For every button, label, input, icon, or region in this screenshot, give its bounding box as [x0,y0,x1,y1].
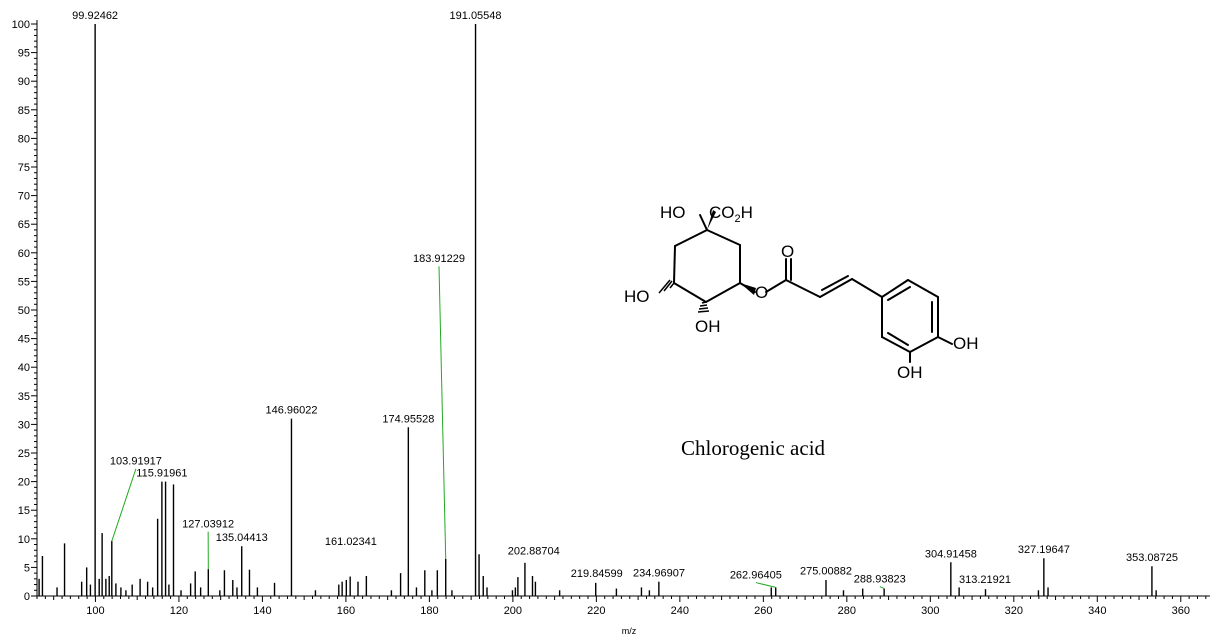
ho-top-label: HO [660,203,686,222]
y-tick-label: 75 [18,162,30,174]
x-tick-label: 160 [337,605,355,617]
compound-name: Chlorogenic acid [681,436,826,460]
y-tick-label: 95 [18,48,30,60]
y-tick-label: 80 [18,133,30,145]
x-tick-label: 100 [86,605,104,617]
oh-right-label: OH [953,334,979,353]
peak-label: 219.84599 [571,568,623,580]
y-tick-label: 50 [18,305,30,317]
peak-label: 202.88704 [508,546,560,558]
ester-oxygen-label: O [755,283,768,302]
peak-label: 183.91229 [413,253,465,265]
leader-line [111,468,137,542]
peak-label: 115.91961 [136,468,187,480]
x-tick-label: 280 [838,605,856,617]
y-tick-label: 25 [18,448,30,460]
x-tick-label: 220 [587,605,605,617]
peak-label: 304.91458 [925,548,977,560]
x-tick-label: 300 [921,605,939,617]
peaks-layer [38,24,1157,596]
peak-label: 146.96022 [265,405,317,417]
y-tick-label: 70 [18,191,30,203]
x-tick-label: 180 [420,605,438,617]
peak-label: 327.19647 [1018,544,1070,556]
y-axis: 0 5 10 15 20 25 30 35 40 45 50 55 60 65 70 75 80 85 90 95 10… [12,19,38,603]
oh-ring-bottom-label: OH [897,363,923,382]
peak-label: 99.92462 [72,10,118,22]
leader-line [755,582,776,588]
y-tick-label: 5 [24,562,30,574]
peak-label: 174.95528 [382,413,434,425]
peak-label: 262.96405 [730,570,782,582]
y-tick-label: 15 [18,505,30,517]
x-tick-label: 260 [754,605,772,617]
x-axis-label: m/z [622,626,637,636]
peak-label: 135.04413 [216,532,268,544]
co2h-label: CO2H [709,203,753,225]
peak-label: 275.00882 [800,566,852,578]
y-tick-label: 65 [18,219,30,231]
leader-line [879,586,885,590]
chlorogenic-acid-structure: HO CO2H HO OH O O OH OH Chlorogenic acid [624,203,979,460]
y-tick-label: 55 [18,276,30,288]
x-tick-label: 360 [1172,605,1190,617]
y-tick-label: 35 [18,391,30,403]
y-tick-label: 20 [18,477,30,489]
peak-label: 127.03912 [182,519,234,531]
carbonyl-oxygen-label: O [781,242,794,261]
y-tick-label: 10 [18,534,30,546]
x-tick-label: 320 [1005,605,1023,617]
y-tick-label: 45 [18,334,30,346]
peak-label: 288.93823 [854,574,906,586]
peak-label: 103.91917 [110,456,162,468]
oh-bottom-label: OH [695,317,721,336]
x-axis: 100 120 140 160 180 200 220 240 260 280 300 320 340 3… [36,595,1210,617]
y-tick-label: 0 [24,591,30,603]
x-tick-label: 340 [1088,605,1106,617]
leader-line [438,266,447,559]
peak-label: 191.05548 [450,10,502,22]
x-tick-label: 120 [170,605,188,617]
y-tick-label: 30 [18,419,30,431]
co2h-sub: 2 [735,213,741,225]
peak-label: 234.96907 [633,567,685,579]
ho-left-label: HO [624,287,650,306]
y-tick-label: 60 [18,248,30,260]
peak-label: 161.02341 [325,536,377,548]
peak-label: 353.08725 [1126,552,1178,564]
y-tick-label: 40 [18,362,30,374]
co2h-main: CO [709,203,735,222]
y-tick-label: 85 [18,105,30,117]
co2h-end: H [741,203,753,222]
x-tick-label: 200 [504,605,522,617]
peak-labels-layer: 99.92462 191.05548 183.91229 146.96022 174.9… [72,10,1178,590]
x-tick-label: 140 [253,605,271,617]
x-tick-label: 240 [671,605,689,617]
y-tick-label: 90 [18,76,30,88]
peak-label: 313.21921 [959,574,1011,586]
y-tick-label: 100 [12,19,30,31]
